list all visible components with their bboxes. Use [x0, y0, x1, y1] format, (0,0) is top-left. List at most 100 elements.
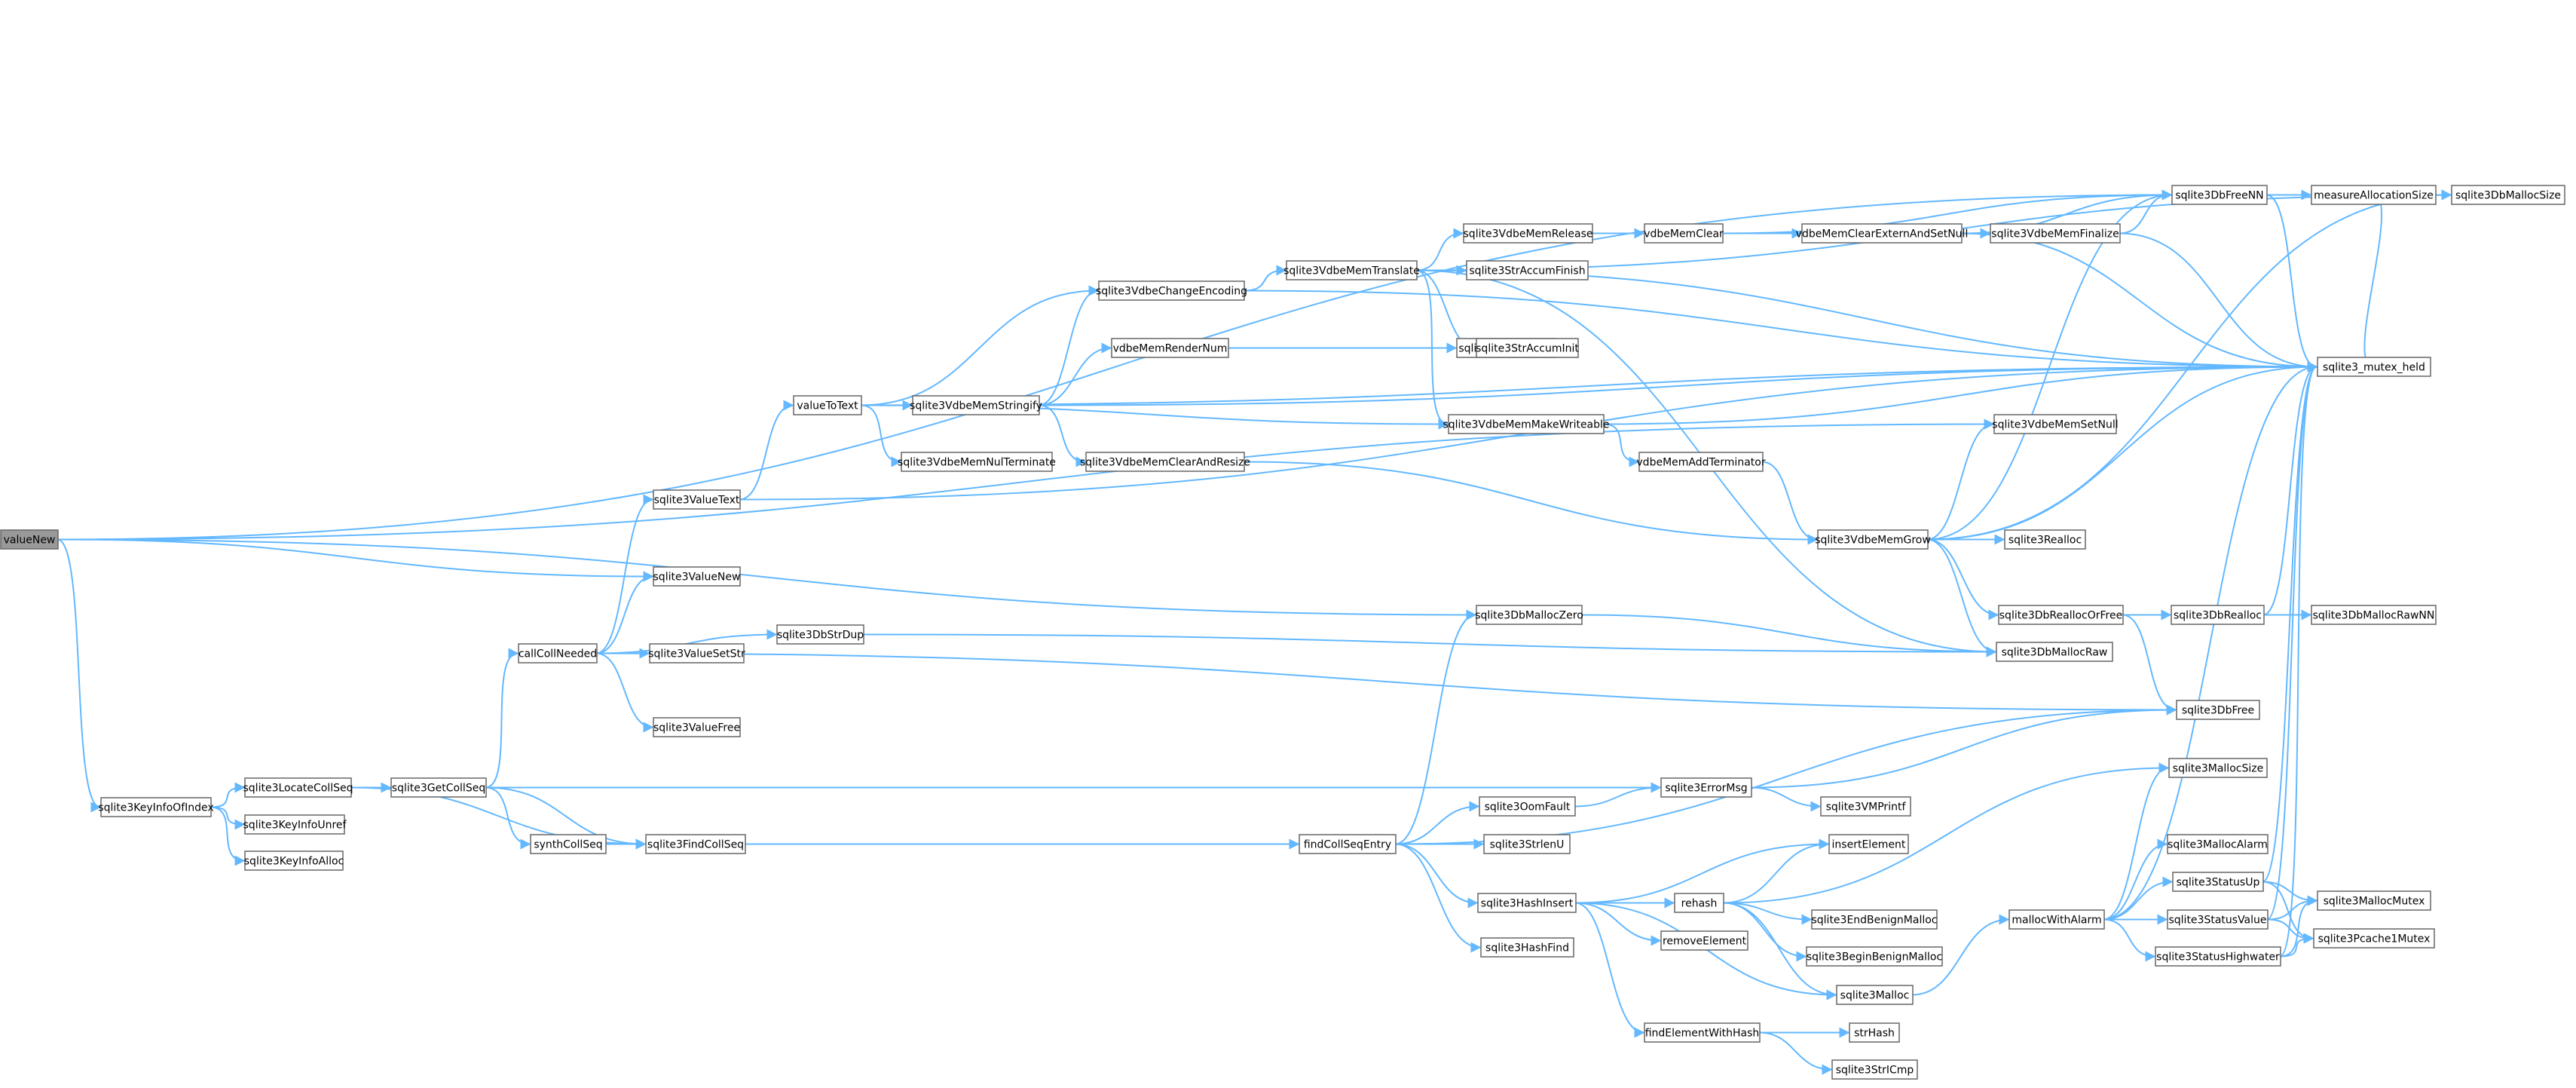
- edge-sqlite3DbReallocOrFree-to-sqlite3DbFree: [2122, 614, 2177, 716]
- node-vdbeMemAddTerminator[interactable]: vdbeMemAddTerminator: [1636, 452, 1766, 472]
- node-valueNew[interactable]: valueNew: [0, 529, 59, 550]
- node-label: sqlite3KeyInfoAlloc: [244, 856, 344, 868]
- node-sqlite3VdbeMemTranslate[interactable]: sqlite3VdbeMemTranslate: [1283, 260, 1420, 280]
- node-sqlite3StatusHighwater[interactable]: sqlite3StatusHighwater: [2155, 946, 2281, 967]
- node-sqlite3VdbeMemNulTerminate[interactable]: sqlite3VdbeMemNulTerminate: [898, 452, 1056, 472]
- node-label: mallocWithAlarm: [2012, 915, 2101, 927]
- node-sqlite3Malloc[interactable]: sqlite3Malloc: [1836, 985, 1914, 1005]
- node-vdbeMemClear[interactable]: vdbeMemClear: [1644, 223, 1724, 244]
- node-box: [1849, 1022, 1900, 1043]
- node-sqlite3VdbeMemClearAndResize[interactable]: sqlite3VdbeMemClearAndResize: [1080, 452, 1250, 472]
- node-label: sqlite3GetCollSeq: [392, 783, 485, 795]
- edge-sqlite3HashInsert-to-findElementWithHash: [1574, 902, 1645, 1038]
- node-sqlite3ValueFree[interactable]: sqlite3ValueFree: [653, 717, 741, 737]
- node-label: vdbeMemRenderNum: [1113, 343, 1228, 355]
- node-findElementWithHash[interactable]: findElementWithHash: [1644, 1022, 1761, 1043]
- node-sqlite3DbFree[interactable]: sqlite3DbFree: [2176, 700, 2260, 720]
- node-measureAllocationSize[interactable]: measureAllocationSize: [2311, 185, 2437, 205]
- node-sqlite3MallocAlarm[interactable]: sqlite3MallocAlarm: [2167, 834, 2269, 854]
- node-removeElement[interactable]: removeElement: [1660, 930, 1748, 951]
- node-sqlite3DbMallocRaw[interactable]: sqlite3DbMallocRaw: [1996, 642, 2113, 662]
- node-sqlite3BeginBenignMalloc[interactable]: sqlite3BeginBenignMalloc: [1806, 946, 1943, 967]
- node-label: sqlite3LocateCollSeq: [243, 783, 353, 795]
- node-box: [2008, 909, 2105, 930]
- node-label: sqlite3VdbeMemNulTerminate: [898, 457, 1056, 469]
- node-sqlite3DbStrDup[interactable]: sqlite3DbStrDup: [776, 624, 864, 645]
- node-insertElement[interactable]: insertElement: [1828, 834, 1909, 854]
- edge-sqlite3VdbeMemStringify-to-sqlite3VdbeMemClearAndResize: [1038, 404, 1087, 467]
- node-sqlite3Pcache1Mutex[interactable]: sqlite3Pcache1Mutex: [2313, 928, 2435, 949]
- node-box: [100, 797, 212, 817]
- node-sqlite3ValueText[interactable]: sqlite3ValueText: [653, 489, 741, 510]
- node-sqlite3EndBenignMalloc[interactable]: sqlite3EndBenignMalloc: [1811, 909, 1938, 930]
- node-sqlite3DbMallocZero[interactable]: sqlite3DbMallocZero: [1475, 605, 1583, 625]
- edge-sqlite3ValueText-to-valueToText: [739, 400, 794, 501]
- node-sqlite3DbRealloc[interactable]: sqlite3DbRealloc: [2171, 605, 2265, 625]
- node-sqlite3DbReallocOrFree[interactable]: sqlite3DbReallocOrFree: [1998, 605, 2124, 625]
- node-label: sqlite3KeyInfoOfIndex: [98, 802, 213, 814]
- node-sqlite3VdbeMemGrow[interactable]: sqlite3VdbeMemGrow: [1815, 529, 1931, 550]
- node-box: [1660, 777, 1752, 798]
- node-sqlite3VdbeMemFinalize[interactable]: sqlite3VdbeMemFinalize: [1990, 223, 2121, 244]
- node-sqlite3StatusValue[interactable]: sqlite3StatusValue: [2167, 909, 2269, 930]
- node-vdbeMemRenderNum[interactable]: vdbeMemRenderNum: [1111, 338, 1229, 358]
- node-sqlite3ValueNew[interactable]: sqlite3ValueNew: [653, 566, 741, 587]
- node-sqlite3MallocMutex[interactable]: sqlite3MallocMutex: [2317, 890, 2431, 911]
- node-sqlite3StrlenU[interactable]: sqlite3StrlenU: [1483, 834, 1571, 854]
- node-box: [912, 395, 1040, 415]
- node-sqlite3GetCollSeq[interactable]: sqlite3GetCollSeq: [390, 777, 487, 798]
- node-sqlite3ValueSetStr[interactable]: sqlite3ValueSetStr: [648, 643, 745, 664]
- node-label: sqlite3VdbeMemFinalize: [1991, 228, 2119, 241]
- edge-findCollSeqEntry-to-sqlite3HashInsert: [1394, 843, 1479, 909]
- node-callCollNeeded[interactable]: callCollNeeded: [518, 643, 598, 664]
- edge-sqlite3VdbeMemGrow-to-sqlite3DbFreeNN: [1926, 189, 2173, 541]
- node-sqlite3HashInsert[interactable]: sqlite3HashInsert: [1477, 893, 1577, 913]
- node-sqlite3VdbeMemMakeWriteable[interactable]: sqlite3VdbeMemMakeWriteable: [1442, 414, 1610, 434]
- edge-sqlite3GetCollSeq-to-callCollNeeded: [485, 648, 519, 789]
- node-rehash[interactable]: rehash: [1674, 893, 1724, 913]
- node-label: callCollNeeded: [519, 648, 597, 660]
- node-sqlite3Realloc[interactable]: sqlite3Realloc: [2004, 529, 2086, 550]
- node-label: sqlite3VdbeMemRelease: [1464, 228, 1593, 241]
- node-vdbeMemClearExternAndSetNull[interactable]: vdbeMemClearExternAndSetNull: [1796, 223, 1969, 244]
- node-box: [1479, 796, 1576, 817]
- node-box: [2171, 185, 2268, 205]
- node-strHash[interactable]: strHash: [1849, 1022, 1900, 1043]
- node-box: [1996, 642, 2113, 662]
- node-sqlite3OomFault[interactable]: sqlite3OomFault: [1479, 796, 1576, 817]
- edge-valueToText-to-sqlite3VdbeMemNulTerminate: [860, 404, 902, 467]
- node-sqlite3KeyInfoOfIndex[interactable]: sqlite3KeyInfoOfIndex: [98, 797, 214, 817]
- node-box: [1463, 223, 1593, 244]
- node-sqlite3MallocSize[interactable]: sqlite3MallocSize: [2168, 758, 2268, 778]
- node-sqlite3VdbeMemStringify[interactable]: sqlite3VdbeMemStringify: [910, 395, 1042, 415]
- node-sqlite3StrICmp[interactable]: sqlite3StrICmp: [1831, 1059, 1918, 1080]
- edge-valueNew-to-sqlite3DbFreeNN: [57, 189, 2173, 541]
- node-sqlite3VdbeChangeEncoding[interactable]: sqlite3VdbeChangeEncoding: [1096, 280, 1247, 301]
- node-findCollSeqEntry[interactable]: findCollSeqEntry: [1299, 834, 1397, 854]
- node-sqlite3StrAccumFinish[interactable]: sqlite3StrAccumFinish: [1466, 260, 1589, 280]
- node-sqlite3LocateCollSeq[interactable]: sqlite3LocateCollSeq: [243, 777, 353, 798]
- node-label: sqlite3StatusUp: [2177, 877, 2260, 889]
- edge-sqlite3ErrorMsg-to-sqlite3VMPrintf: [1750, 786, 1822, 812]
- node-sqlite3HashFind[interactable]: sqlite3HashFind: [1480, 937, 1574, 958]
- node-sqlite3DbMallocSize[interactable]: sqlite3DbMallocSize: [2451, 185, 2565, 205]
- node-sqlite3StatusUp[interactable]: sqlite3StatusUp: [2172, 872, 2264, 892]
- node-sqlite3VMPrintf[interactable]: sqlite3VMPrintf: [1820, 796, 1911, 817]
- node-label: sqlite3StatusHighwater: [2156, 952, 2280, 964]
- node-sqlite3VdbeMemSetNull[interactable]: sqlite3VdbeMemSetNull: [1992, 414, 2119, 434]
- node-sqlite3FindCollSeq[interactable]: sqlite3FindCollSeq: [645, 834, 746, 854]
- node-box: [518, 643, 598, 664]
- node-sqlite3DbMallocRawNN[interactable]: sqlite3DbMallocRawNN: [2311, 605, 2437, 625]
- node-sqlite3ErrorMsg[interactable]: sqlite3ErrorMsg: [1660, 777, 1752, 798]
- node-box: [649, 643, 745, 664]
- node-sqlite3StrAccumInit[interactable]: sqlite3StrAccumInit: [1476, 338, 1579, 358]
- node-label: sqlite3ValueNew: [653, 572, 741, 584]
- node-valueToText[interactable]: valueToText: [793, 395, 862, 415]
- node-mallocWithAlarm[interactable]: mallocWithAlarm: [2008, 909, 2105, 930]
- node-sqlite3VdbeMemRelease[interactable]: sqlite3VdbeMemRelease: [1463, 223, 1593, 244]
- node-sqlite3KeyInfoAlloc[interactable]: sqlite3KeyInfoAlloc: [244, 850, 344, 871]
- node-sqlite3_mutex_held[interactable]: sqlite3_mutex_held: [2317, 357, 2431, 377]
- node-sqlite3DbFreeNN[interactable]: sqlite3DbFreeNN: [2171, 185, 2268, 205]
- node-synthCollSeq[interactable]: synthCollSeq: [530, 834, 607, 854]
- node-sqlite3KeyInfoUnref[interactable]: sqlite3KeyInfoUnref: [243, 814, 347, 835]
